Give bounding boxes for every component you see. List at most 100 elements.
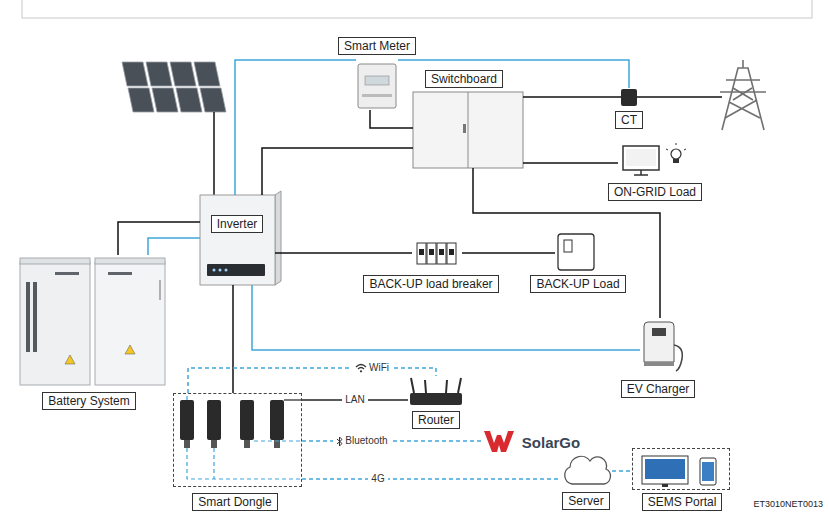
wire	[262, 148, 413, 195]
device-label: CT	[615, 111, 643, 129]
frame-line	[22, 0, 812, 18]
portal-icons	[642, 456, 716, 487]
dongle-devices	[207, 400, 221, 440]
device-label: ON-GRID Load	[608, 183, 702, 201]
dongle-group: Smart Dongle	[173, 393, 302, 487]
charger-node: EV Charger	[640, 318, 682, 399]
ev-charger-icon	[644, 322, 674, 362]
bluetooth-symbol	[336, 436, 343, 447]
battery-cabinets	[26, 282, 30, 352]
wire	[235, 60, 356, 195]
solar-panel	[170, 62, 196, 86]
cloud-icon	[565, 456, 611, 484]
router-icon	[410, 378, 462, 405]
wire	[523, 162, 618, 164]
ct-node: CT	[616, 88, 642, 130]
power-tower	[720, 80, 766, 92]
breaker-icon	[429, 249, 434, 255]
ev-charger-icon	[644, 362, 674, 366]
load-icon	[558, 234, 594, 270]
device-label: EV Charger	[621, 380, 696, 398]
edge-label: 4G	[368, 473, 387, 485]
device-label: Inverter	[211, 215, 264, 233]
device-label: BACK-UP Load	[530, 275, 625, 293]
breaker-icon	[447, 243, 456, 264]
ct-clamp	[621, 89, 637, 106]
inverter-node: Inverter	[200, 195, 275, 285]
solar-panel	[128, 88, 154, 112]
wire	[462, 252, 555, 254]
battery-node: Battery System	[18, 255, 167, 412]
inverter-device	[213, 269, 216, 272]
portal-icons	[642, 456, 688, 484]
dongle-devices	[270, 400, 284, 440]
switchboard-cabinet	[468, 92, 469, 168]
power-tower	[720, 60, 766, 130]
dongle-devices	[211, 440, 217, 448]
inverter-device	[219, 269, 222, 272]
device-label: Switchboard	[425, 70, 503, 88]
wire	[398, 60, 629, 88]
battery-cabinets	[20, 262, 90, 385]
wire	[612, 470, 632, 472]
monitor-icon	[671, 149, 681, 159]
meter-device	[358, 64, 396, 108]
server-node: Server	[560, 455, 612, 511]
edge-label: Bluetooth	[333, 435, 390, 447]
inverter-device	[200, 191, 281, 285]
dongle-devices	[240, 400, 254, 440]
solargo-logo	[484, 431, 514, 452]
solar-panel	[194, 62, 220, 86]
ev-charger-icon	[644, 322, 682, 371]
wire	[252, 285, 640, 350]
switchboard-cabinet	[463, 124, 466, 133]
wire	[370, 110, 413, 128]
edge-label: LAN	[342, 394, 367, 406]
monitor-icon	[634, 170, 648, 175]
dongle-devices	[180, 400, 194, 440]
battery-cabinets	[20, 258, 165, 385]
breaker-icon	[419, 249, 424, 255]
figure-code: ET3010NET0013	[753, 499, 823, 510]
power-tower	[725, 88, 760, 118]
breaker-icon	[427, 243, 436, 264]
wire	[302, 478, 560, 480]
router-icon	[410, 393, 462, 405]
wire	[188, 368, 436, 393]
frame-line	[22, 0, 812, 18]
battery-cabinets	[20, 258, 90, 264]
dongle-devices	[187, 393, 302, 479]
load-icon	[564, 240, 572, 252]
battery-cabinets	[159, 280, 161, 300]
portal-icons	[645, 459, 685, 479]
portal-icons	[702, 462, 714, 481]
monitor-icon	[623, 146, 659, 170]
solar-panel	[122, 62, 148, 86]
device-label: BACK-UP load breaker	[363, 275, 498, 293]
pv-wire	[213, 112, 215, 195]
device-label: Server	[562, 492, 609, 510]
dongle-devices	[284, 399, 302, 400]
device-label: Smart Meter	[338, 37, 416, 55]
load-node: ON-GRID Load	[618, 143, 692, 201]
signal-name: 4G	[371, 473, 384, 485]
wire	[302, 440, 482, 442]
meter-device	[358, 64, 396, 108]
wire	[118, 222, 200, 255]
signal-name: Bluetooth	[345, 435, 387, 447]
signal-name: LAN	[345, 394, 364, 406]
monitor-icon	[666, 143, 686, 150]
router-icon	[411, 378, 461, 393]
solar-panel	[152, 88, 178, 112]
dongle-devices	[184, 440, 190, 448]
solar-panel	[122, 62, 226, 112]
meter-device	[362, 94, 392, 97]
monitor-icon	[623, 143, 686, 175]
battery-cabinets	[95, 258, 165, 264]
solar-panel	[176, 88, 202, 112]
portal-icons	[662, 484, 668, 487]
switchboard-cabinet	[413, 92, 523, 168]
breaker-node: BACK-UP load breaker	[412, 238, 462, 293]
